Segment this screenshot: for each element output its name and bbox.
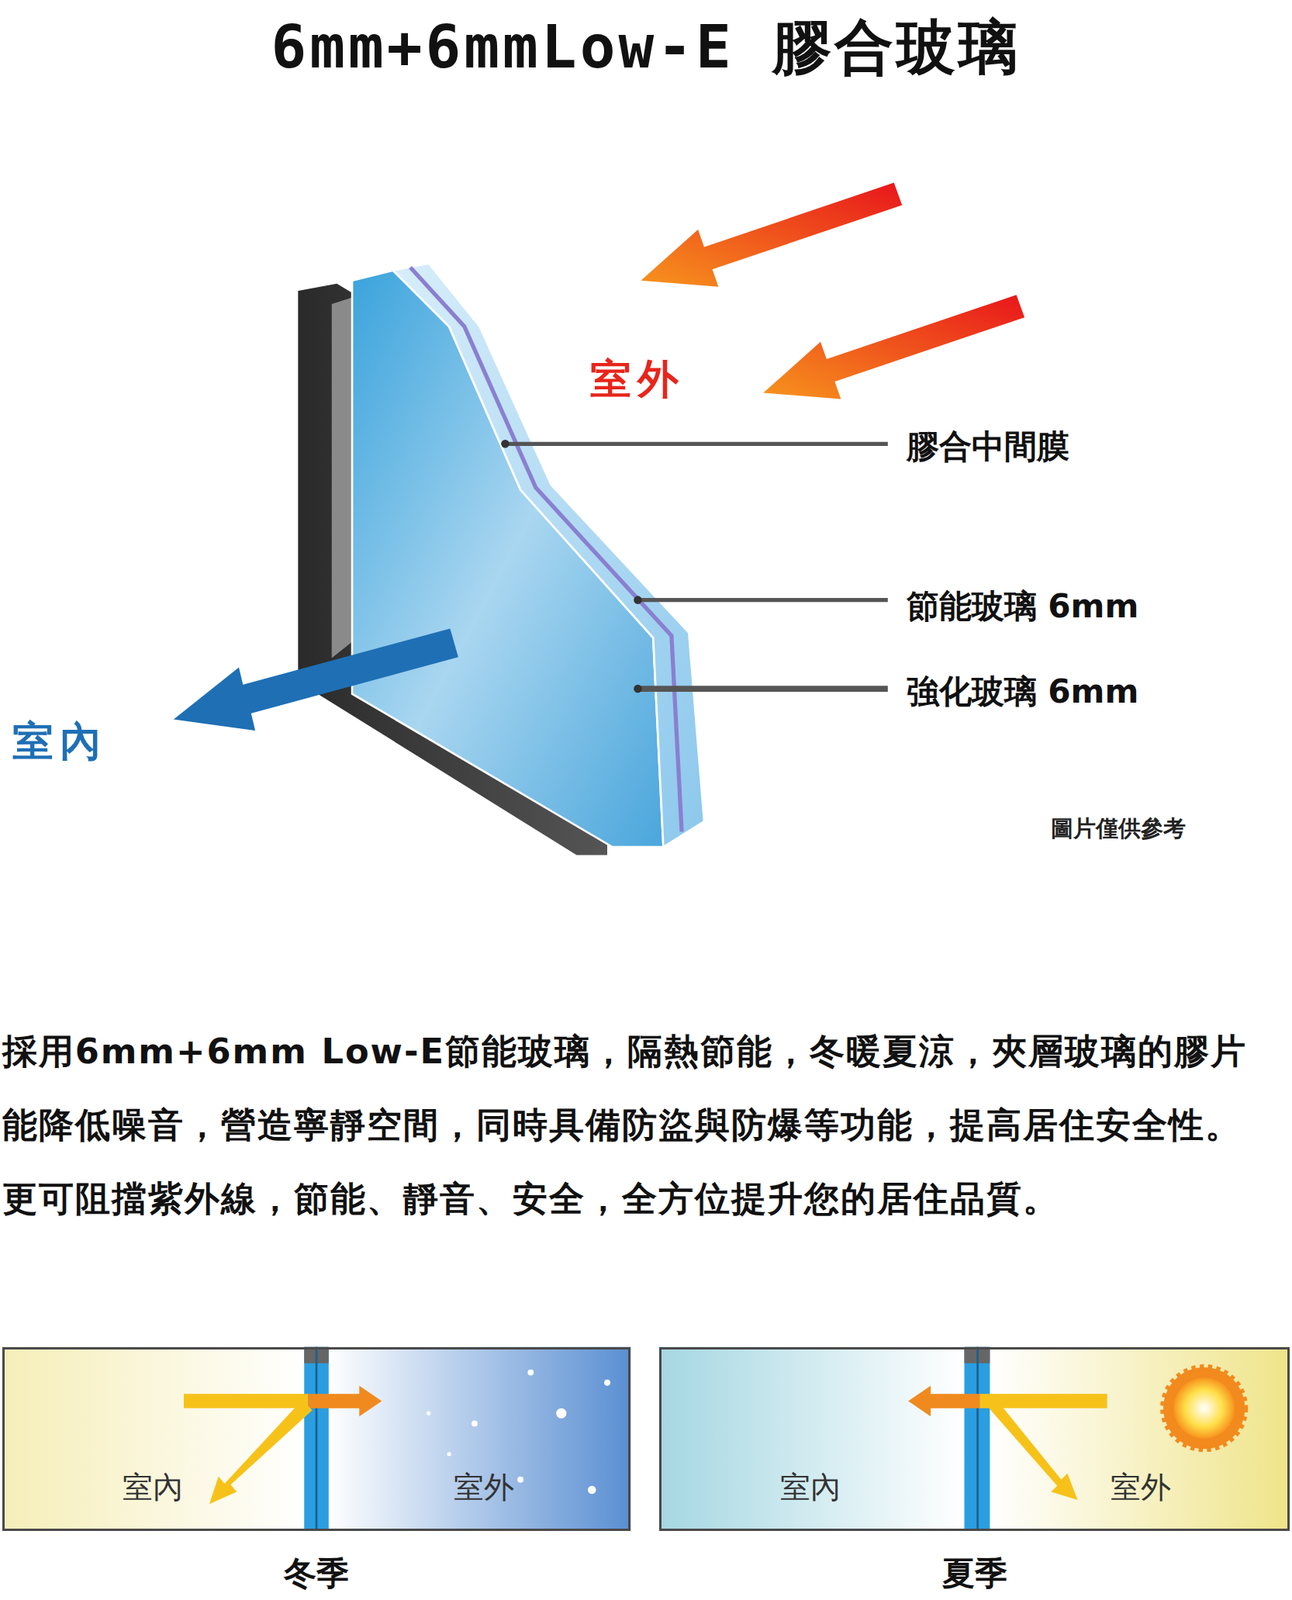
panel-label: 室外 bbox=[1110, 1466, 1172, 1509]
callout-label: 膠合中間膜 bbox=[906, 424, 1070, 470]
indoor-label: 室內 bbox=[12, 714, 108, 771]
season-caption: 冬季 bbox=[4, 1551, 629, 1596]
window-panel: 室內室外冬季 bbox=[2, 1347, 632, 1531]
season-caption: 夏季 bbox=[661, 1551, 1288, 1596]
description-paragraph: 採用6mm+6mm Low-E節能玻璃，隔熱節能，冬暖夏涼，夾層玻璃的膠片能降低… bbox=[2, 1015, 1258, 1236]
outdoor-label: 室外 bbox=[590, 352, 685, 408]
panel-label: 室內 bbox=[122, 1466, 184, 1509]
window-panel: 室內室外夏季 bbox=[659, 1347, 1290, 1531]
title: 6mm+6mmLow-E 膠合玻璃 bbox=[0, 8, 1292, 89]
callout-label: 強化玻璃 6mm bbox=[906, 669, 1140, 715]
panel-label: 室外 bbox=[453, 1466, 515, 1509]
panel-label: 室內 bbox=[780, 1466, 841, 1509]
callout-label: 節能玻璃 6mm bbox=[906, 583, 1140, 629]
note: 圖片僅供參考 bbox=[1050, 813, 1186, 845]
